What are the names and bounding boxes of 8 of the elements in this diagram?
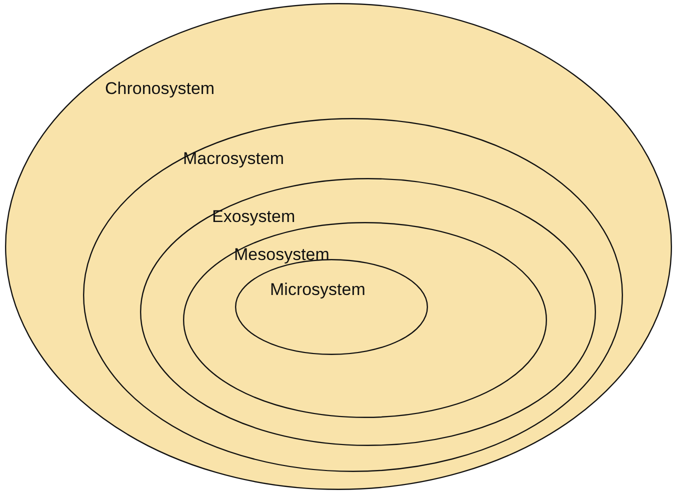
system-label: Microsystem — [270, 281, 366, 298]
system-ellipse — [5, 3, 672, 490]
system-label: Exosystem — [212, 208, 296, 225]
system-label: Macrosystem — [183, 150, 284, 167]
system-label: Chronosystem — [105, 80, 215, 97]
system-label: Mesosystem — [234, 246, 330, 263]
system-ellipse — [140, 178, 596, 446]
system-ellipse — [83, 118, 623, 472]
